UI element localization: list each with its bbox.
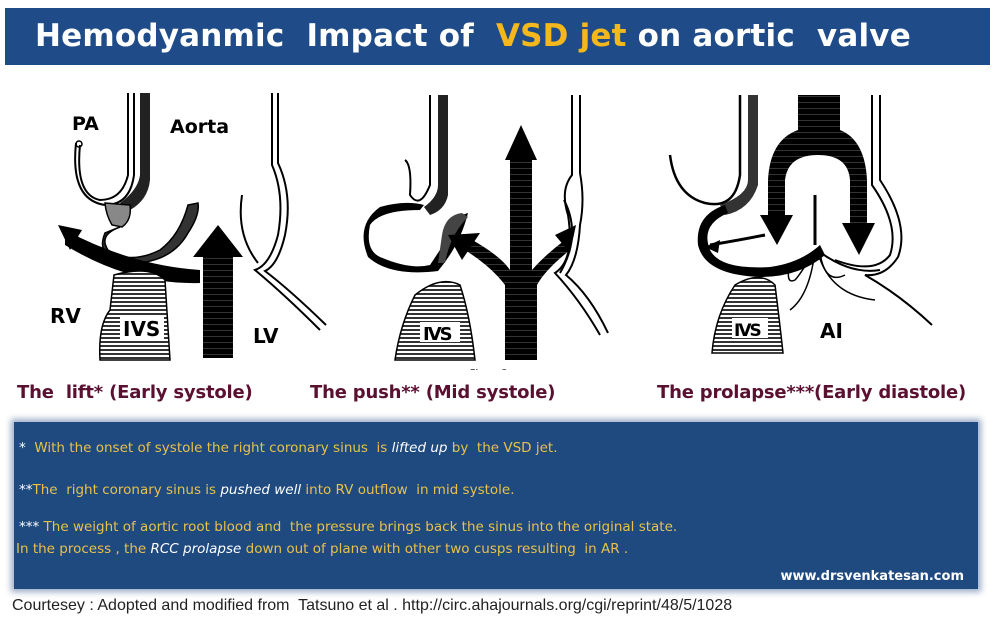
aortic-wall-icon	[120, 93, 150, 210]
diagram-push: IVS Figure 2	[363, 95, 609, 370]
slide-title: Hemodyanmic Impact of VSD jet on aortic …	[5, 8, 990, 65]
label-ai: AI	[820, 319, 843, 343]
label-pa: PA	[72, 113, 99, 135]
title-suffix: on aortic valve	[626, 18, 911, 54]
diagram-lift: IVS PA Aorta RV LV	[50, 93, 327, 361]
notes-panel: * With the onset of systole the right co…	[14, 422, 978, 589]
source-credit: Courtesey : Adopted and modified from Ta…	[12, 597, 733, 614]
label-ivs: IVS	[734, 321, 760, 341]
note-push: **The right coronary sinus is pushed wel…	[19, 482, 515, 498]
website-link[interactable]: www.drsvenkatesan.com	[780, 569, 964, 584]
label-aorta: Aorta	[170, 116, 229, 138]
label-ivs: IVS	[123, 317, 160, 341]
note-prolapse-continued: In the process , the RCC prolapse down o…	[16, 541, 629, 557]
diagram-prolapse: IVS AI	[668, 95, 933, 354]
caption-lift: The lift* (Early systole)	[17, 382, 253, 403]
note-lift: * With the onset of systole the right co…	[19, 440, 558, 456]
caption-push: The push** (Mid systole)	[310, 382, 556, 403]
label-ivs: IVS	[423, 324, 452, 345]
svg-text:Figure 2: Figure 2	[470, 368, 507, 370]
label-rv: RV	[50, 304, 81, 328]
caption-prolapse: The prolapse***(Early diastole)	[657, 382, 967, 403]
title-prefix: Hemodyanmic Impact of	[35, 18, 496, 54]
title-highlight: VSD jet	[495, 18, 627, 54]
note-prolapse: *** The weight of aortic root blood and …	[19, 519, 678, 535]
label-lv: LV	[253, 324, 279, 348]
